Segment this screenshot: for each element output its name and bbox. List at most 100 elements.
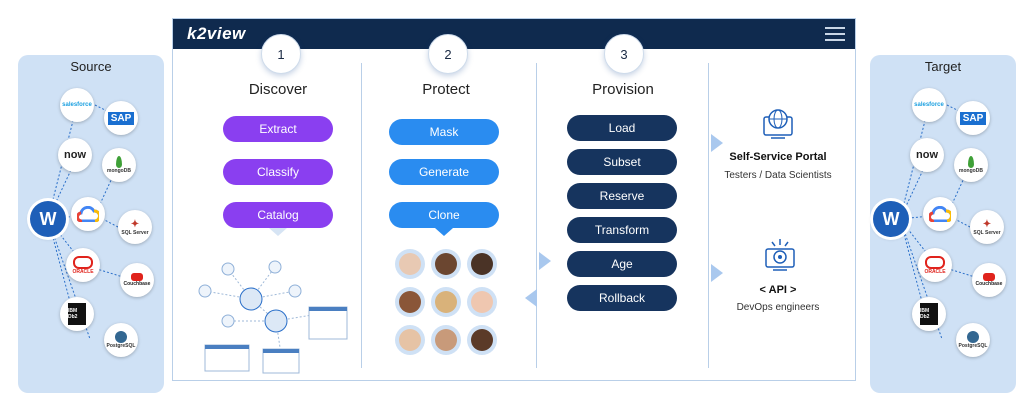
servicenow-label: now: [64, 149, 86, 161]
column-divider: [536, 63, 537, 368]
step-2-number: 2: [428, 34, 468, 74]
mongodb-leaf-icon: [116, 156, 122, 168]
sap-icon: SAP: [956, 101, 990, 135]
ibm-db2-icon: IBM Db2: [912, 297, 946, 331]
ibm-db2-label: IBM Db2: [68, 308, 78, 320]
oracle-ring: [73, 255, 93, 269]
api-title: < API >: [759, 284, 797, 296]
servicenow-label: now: [916, 149, 938, 161]
hamburger-icon[interactable]: [825, 27, 845, 41]
person-avatar: [467, 325, 497, 355]
api-subtitle: DevOps engineers: [736, 302, 820, 313]
target-title: Target: [924, 59, 962, 74]
step-1-number: 1: [261, 34, 301, 74]
sap-label: SAP: [959, 111, 987, 125]
step-2-title: Protect: [422, 81, 470, 98]
step-3-title: Provision: [592, 81, 654, 98]
sap-label: SAP: [107, 111, 135, 125]
mongodb-icon: mongoDB: [954, 148, 988, 182]
classify-button[interactable]: Classify: [223, 159, 333, 185]
postgresql-label: PostgreSQL: [106, 343, 136, 349]
arrow-right-icon: [711, 264, 723, 282]
postgresql-elephant: [115, 331, 127, 343]
servicenow-icon: now: [910, 138, 944, 172]
target-panel: Target W salesforce SAP now mongoDB ✦SQL…: [870, 55, 1016, 393]
salesforce-label: salesforce: [62, 102, 92, 108]
reserve-button[interactable]: Reserve: [567, 183, 677, 209]
clone-button[interactable]: Clone: [389, 202, 499, 228]
arrow-right-icon: [711, 134, 723, 152]
google-cloud-shape: [929, 206, 951, 222]
mask-button[interactable]: Mask: [389, 119, 499, 145]
rollback-button[interactable]: Rollback: [567, 285, 677, 311]
oracle-icon: ORACLE: [918, 248, 952, 282]
step-3-number: 3: [604, 34, 644, 74]
person-face: [471, 253, 493, 275]
portal-globe-icon: [763, 109, 793, 139]
person-avatar: [395, 325, 425, 355]
couchbase-mark: [983, 273, 995, 281]
sql-server-icon: ✦SQL Server: [118, 210, 152, 244]
person-face: [471, 329, 493, 351]
couchbase-icon: Couchbase: [120, 263, 154, 297]
couchbase-label: Couchbase: [975, 281, 1003, 287]
column-divider: [361, 63, 362, 368]
load-button[interactable]: Load: [567, 115, 677, 141]
person-face: [471, 291, 493, 313]
arrow-right-icon: [539, 252, 551, 270]
person-face: [399, 291, 421, 313]
column-divider: [708, 63, 709, 368]
transform-button[interactable]: Transform: [567, 217, 677, 243]
age-button[interactable]: Age: [567, 251, 677, 277]
extract-button[interactable]: Extract: [223, 116, 333, 142]
clone-pointer: [435, 228, 453, 236]
postgresql-label: PostgreSQL: [958, 343, 988, 349]
servicenow-icon: now: [58, 138, 92, 172]
person-face: [399, 253, 421, 275]
google-cloud-icon: [71, 197, 105, 231]
oracle-label: ORACLE: [924, 268, 946, 275]
sql-server-label: SQL Server: [121, 229, 149, 236]
k2view-main-panel: k2view 1 Discover Extract Classify Catal…: [172, 18, 856, 381]
catalog-button[interactable]: Catalog: [223, 202, 333, 228]
person-avatar: [431, 325, 461, 355]
oracle-ring: [925, 255, 945, 269]
data-catalog-graph: [198, 260, 348, 374]
workday-hub-icon: W: [873, 201, 909, 237]
mongodb-label: mongoDB: [959, 168, 983, 174]
step-1-title: Discover: [248, 81, 308, 98]
person-face: [435, 253, 457, 275]
api-gear-icon: [765, 239, 795, 271]
postgresql-icon: PostgreSQL: [956, 323, 990, 357]
sap-icon: SAP: [104, 101, 138, 135]
person-avatar: [395, 249, 425, 279]
mongodb-leaf-icon: [968, 156, 974, 168]
sql-server-icon: ✦SQL Server: [970, 210, 1004, 244]
google-cloud-shape: [77, 206, 99, 222]
source-title: Source: [70, 59, 112, 74]
person-avatar: [467, 249, 497, 279]
postgresql-icon: PostgreSQL: [104, 323, 138, 357]
salesforce-icon: salesforce: [60, 88, 94, 122]
subset-button[interactable]: Subset: [567, 149, 677, 175]
person-face: [435, 291, 457, 313]
oracle-label: ORACLE: [72, 268, 94, 275]
ibm-db2-box: IBM Db2: [920, 303, 938, 325]
sql-server-glyph: ✦: [982, 218, 992, 230]
source-panel: Source W salesforce SAP now mongoDB ✦SQL…: [18, 55, 164, 393]
google-cloud-icon: [923, 197, 957, 231]
couchbase-icon: Couchbase: [972, 263, 1006, 297]
person-avatar: [431, 287, 461, 317]
person-avatar: [395, 287, 425, 317]
oracle-icon: ORACLE: [66, 248, 100, 282]
person-avatar: [431, 249, 461, 279]
generate-button[interactable]: Generate: [389, 159, 499, 185]
person-face: [435, 329, 457, 351]
sql-server-label: SQL Server: [973, 229, 1001, 236]
sql-server-glyph: ✦: [130, 218, 140, 230]
mongodb-label: mongoDB: [107, 168, 131, 174]
arrow-left-icon: [525, 289, 537, 307]
ibm-db2-box: IBM Db2: [68, 303, 86, 325]
postgresql-elephant: [967, 331, 979, 343]
catalog-pointer: [269, 228, 287, 236]
